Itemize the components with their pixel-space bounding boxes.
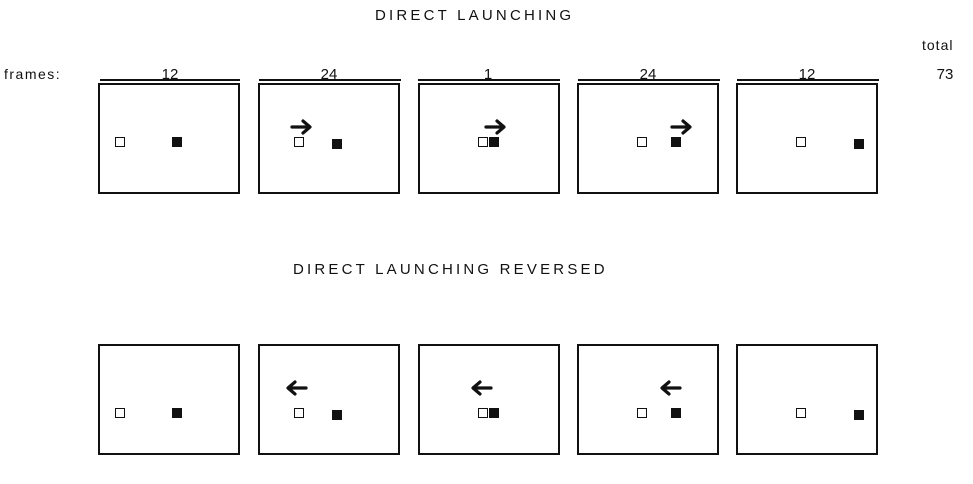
frame-tick-4 (578, 79, 720, 81)
frame-panel (577, 344, 719, 455)
filled-square (671, 408, 681, 418)
frame-panel (258, 83, 400, 194)
open-square (294, 408, 304, 418)
filled-square (332, 410, 342, 420)
arrow-left-icon (469, 380, 493, 396)
frame-panel (577, 83, 719, 194)
frame-tick-3 (418, 79, 560, 81)
frame-panel (98, 83, 240, 194)
filled-square (854, 410, 864, 420)
section-title-direct-launching: DIRECT LAUNCHING (375, 7, 575, 24)
section-title-direct-launching-reversed: DIRECT LAUNCHING REVERSED (293, 261, 608, 278)
open-square (637, 408, 647, 418)
filled-square (172, 137, 182, 147)
frame-count-4: 24 (639, 66, 657, 83)
frame-panel (418, 344, 560, 455)
filled-square (489, 137, 499, 147)
open-square (478, 137, 488, 147)
total-value: 73 (936, 66, 954, 83)
arrow-right-icon (484, 119, 508, 135)
open-square (796, 137, 806, 147)
arrow-right-icon (290, 119, 314, 135)
frame-count-5: 12 (798, 66, 816, 83)
frame-tick-1 (100, 79, 240, 81)
frame-tick-5 (737, 79, 879, 81)
frames-label: frames: (4, 66, 62, 82)
open-square (796, 408, 806, 418)
arrow-left-icon (284, 380, 308, 396)
frame-panel (98, 344, 240, 455)
arrow-left-icon (658, 380, 682, 396)
open-square (294, 137, 304, 147)
frame-count-3: 1 (483, 66, 493, 83)
filled-square (332, 139, 342, 149)
frame-panel (736, 344, 878, 455)
frame-panel (736, 83, 878, 194)
frame-panel (418, 83, 560, 194)
filled-square (172, 408, 182, 418)
open-square (478, 408, 488, 418)
filled-square (489, 408, 499, 418)
open-square (115, 137, 125, 147)
filled-square (671, 137, 681, 147)
frame-panel (258, 344, 400, 455)
open-square (115, 408, 125, 418)
total-label: total (922, 37, 954, 53)
open-square (637, 137, 647, 147)
filled-square (854, 139, 864, 149)
frame-count-1: 12 (161, 66, 179, 83)
arrow-right-icon (670, 119, 694, 135)
frame-tick-2 (259, 79, 401, 81)
frame-count-2: 24 (320, 66, 338, 83)
